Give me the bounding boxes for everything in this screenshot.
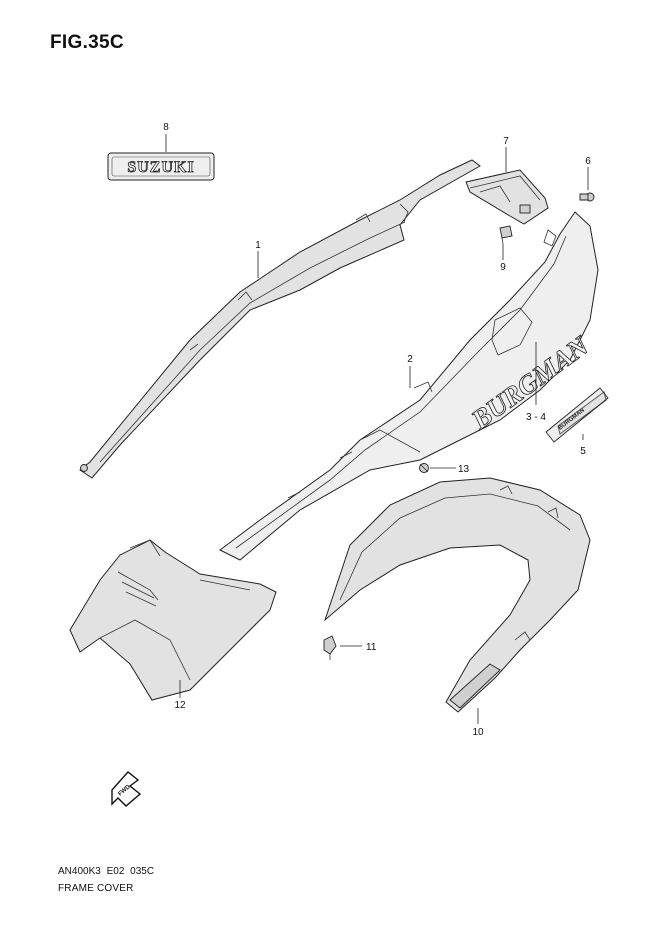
part-1-frame-cover-rail[interactable] (79, 159, 481, 479)
callout-5: 5 (580, 446, 586, 457)
figure-code: AN400K3 E02 035C (58, 866, 155, 877)
part-6-screw[interactable] (579, 192, 595, 202)
suzuki-logo-text: SUZUKI (127, 159, 194, 176)
callout-6: 6 (585, 156, 591, 167)
callout-12: 12 (174, 700, 186, 711)
callout-3-4: 3 - 4 (526, 412, 546, 423)
part-13-screw[interactable] (419, 463, 429, 473)
callout-1: 1 (255, 240, 261, 251)
fwd-arrow-icon: FWD (111, 771, 142, 807)
part-7-rear-top-panel[interactable] (465, 169, 549, 225)
callout-7: 7 (503, 136, 509, 147)
figure-caption: FRAME COVER (58, 883, 134, 894)
callout-13: 13 (458, 464, 470, 475)
callout-9: 9 (500, 262, 506, 273)
figure-title: FIG.35C (50, 32, 124, 53)
callout-11: 11 (366, 642, 377, 653)
part-9-clip[interactable] (499, 225, 513, 245)
callout-8: 8 (163, 122, 169, 133)
part-12-front-lower-cover[interactable] (69, 539, 277, 701)
leader-lines (165, 134, 589, 724)
part-10-under-cover[interactable] (323, 477, 591, 713)
part-8-suzuki-emblem[interactable]: SUZUKI (107, 152, 215, 181)
callout-10: 10 (472, 727, 484, 738)
callout-2: 2 (407, 354, 413, 365)
part-11-clip[interactable] (323, 635, 337, 660)
part-5-badge[interactable]: BURGMAN (545, 387, 609, 443)
